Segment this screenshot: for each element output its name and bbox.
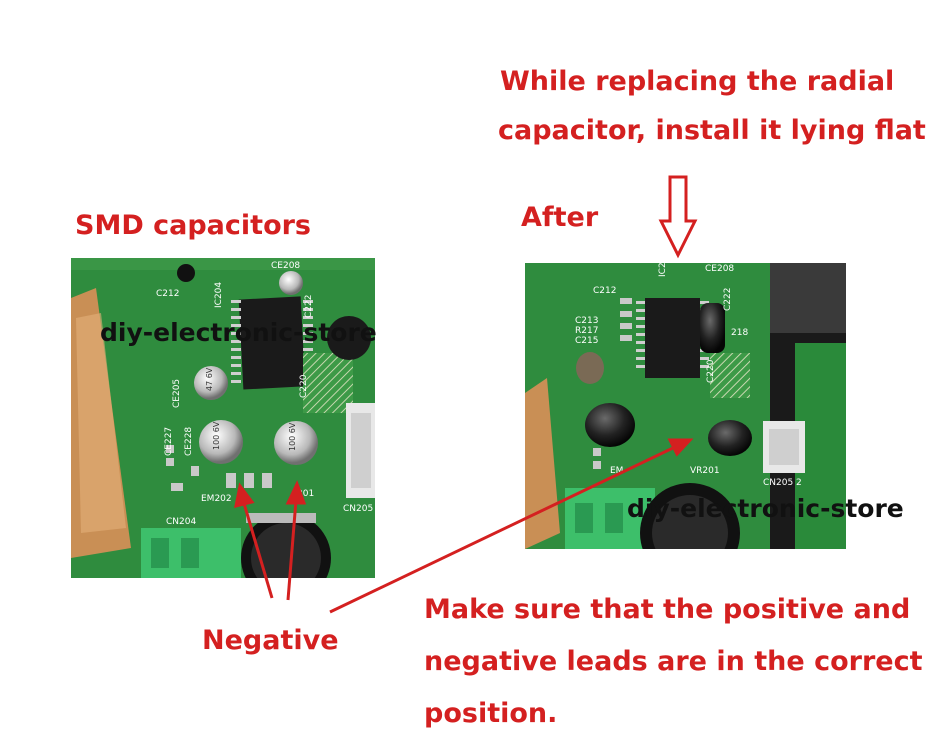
after-title: After bbox=[521, 202, 599, 233]
label-c220: C220 bbox=[299, 374, 309, 398]
arrow-head-3 bbox=[667, 438, 694, 457]
label-c218-after: 218 bbox=[731, 328, 748, 338]
arrow-to-after-cap bbox=[329, 445, 676, 614]
note-line-1: Make sure that the positive and bbox=[424, 594, 911, 625]
label-c212: C212 bbox=[156, 289, 179, 299]
watermark-left: diy-electronic-store bbox=[100, 318, 377, 347]
label-cn205-after: CN205 2 bbox=[763, 478, 802, 488]
arrow-to-negative-1 bbox=[241, 499, 274, 599]
label-ic204: IC204 bbox=[214, 282, 224, 308]
instruction-line-2: capacitor, install it lying flat bbox=[498, 115, 926, 146]
instruction-line-1: While replacing the radial bbox=[500, 66, 895, 97]
label-ce205: CE205 bbox=[172, 379, 182, 408]
label-c220-after: C220 bbox=[706, 359, 716, 383]
label-vr201-after: VR201 bbox=[690, 466, 720, 476]
label-c212-after: C212 bbox=[593, 286, 616, 296]
down-arrow-icon bbox=[658, 175, 698, 259]
cap-2-marking: 100 6V bbox=[288, 422, 297, 451]
label-cn204: CN204 bbox=[166, 517, 196, 527]
label-r217-after: R217 bbox=[575, 326, 598, 336]
label-em-after: EM bbox=[610, 466, 623, 476]
label-c213-after: C213 bbox=[575, 316, 598, 326]
label-c222-after: C222 bbox=[723, 288, 733, 311]
label-em202: EM202 bbox=[201, 494, 232, 504]
smd-capacitors-title: SMD capacitors bbox=[75, 210, 311, 241]
arrow-to-negative-2 bbox=[286, 499, 298, 601]
label-c222: C222 bbox=[304, 295, 314, 318]
label-ce208-after: CE208 bbox=[705, 264, 734, 274]
label-ic217-after: IC217 bbox=[658, 263, 668, 277]
cap-1-marking: 100 6V bbox=[212, 421, 221, 450]
label-c215-after: C215 bbox=[575, 336, 598, 346]
note-line-3: position. bbox=[424, 698, 558, 729]
note-line-2: negative leads are in the correct bbox=[424, 646, 923, 677]
smd-board-photo: C212 CE208 IC204 CE205 CE227 CE228 EM202… bbox=[71, 258, 375, 578]
cap-3-marking: 47 6V bbox=[205, 367, 214, 391]
label-ce227: CE227 bbox=[164, 427, 174, 456]
watermark-right: diy-electronic-store bbox=[627, 494, 904, 523]
label-vr201: 201 bbox=[297, 489, 314, 499]
label-ce228: CE228 bbox=[184, 427, 194, 456]
label-ce208: CE208 bbox=[271, 261, 300, 271]
after-board-photo: C212 C213 R217 C215 CE208 IC217 VR201 CN… bbox=[525, 263, 846, 549]
arrow-head-1 bbox=[234, 482, 255, 509]
label-cn205: CN205 bbox=[343, 504, 373, 514]
arrow-head-2 bbox=[285, 480, 307, 505]
negative-label: Negative bbox=[202, 625, 339, 656]
